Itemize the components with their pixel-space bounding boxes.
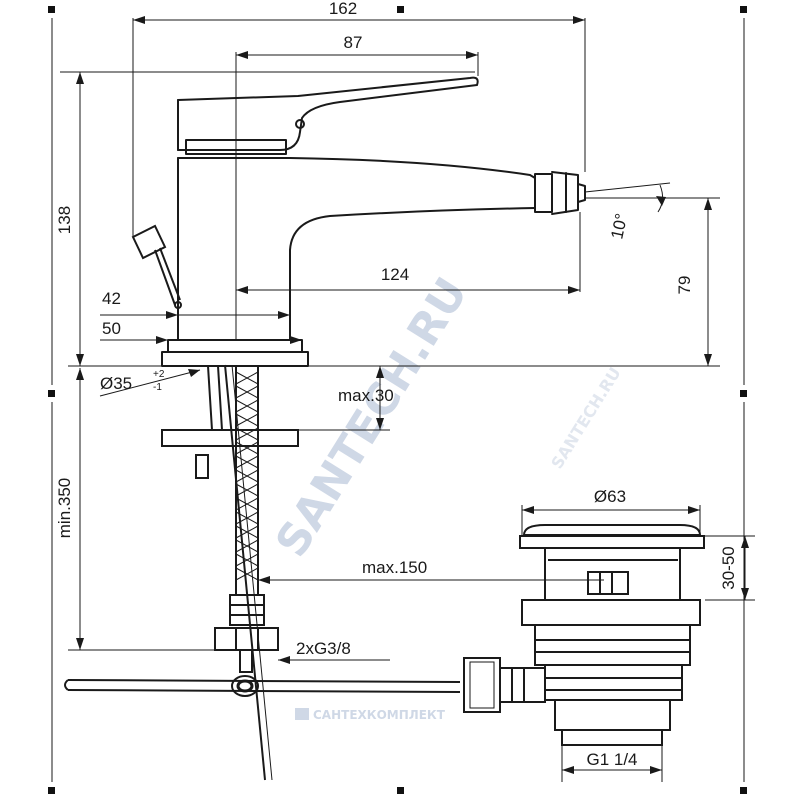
watermark-main: SANTECH.RU <box>266 269 478 566</box>
hoses <box>161 364 299 781</box>
dim-base-outer: 50 <box>102 319 121 338</box>
faucet-body <box>161 76 586 367</box>
dim-deck-thickness: max.30 <box>338 386 394 405</box>
watermark-secondary: SANTECH.RU <box>547 364 624 472</box>
rod-clamp <box>64 675 461 697</box>
dim-hole-tol-minus: -1 <box>153 382 162 393</box>
dim-rod-length: max.150 <box>362 558 427 577</box>
dim-hole-diameter: Ø35 <box>100 374 132 393</box>
dim-spout-reach: 124 <box>381 265 409 284</box>
dim-total-width: 162 <box>329 0 357 18</box>
dim-spout-height: 79 <box>675 276 694 295</box>
popup-knob <box>131 224 182 309</box>
watermark-footer: САНТЕХКОМПЛЕКТ <box>313 708 446 722</box>
dim-waste-range: 30-50 <box>719 546 738 589</box>
dim-hole-tol-plus: +2 <box>153 369 165 380</box>
watermark-footer-logo: САНТЕХКОМПЛЕКТ <box>295 708 446 722</box>
dim-spout-angle: 10° <box>607 212 631 241</box>
dimension-lines <box>60 18 755 782</box>
waste-assembly <box>463 524 705 746</box>
dim-hose-length: min.350 <box>55 478 74 538</box>
dimension-labels: 162 87 138 124 79 42 50 Ø35 +2 -1 max.30… <box>55 0 738 769</box>
dim-base-inner: 42 <box>102 289 121 308</box>
dim-height: 138 <box>55 206 74 234</box>
dim-connection: 2xG3/8 <box>296 639 351 658</box>
arrowheads <box>76 16 749 774</box>
dim-waste-thread: G1 1/4 <box>586 750 637 769</box>
dim-handle-length: 87 <box>344 33 363 52</box>
frame-markers <box>48 6 747 794</box>
dim-waste-diameter: Ø63 <box>594 487 626 506</box>
